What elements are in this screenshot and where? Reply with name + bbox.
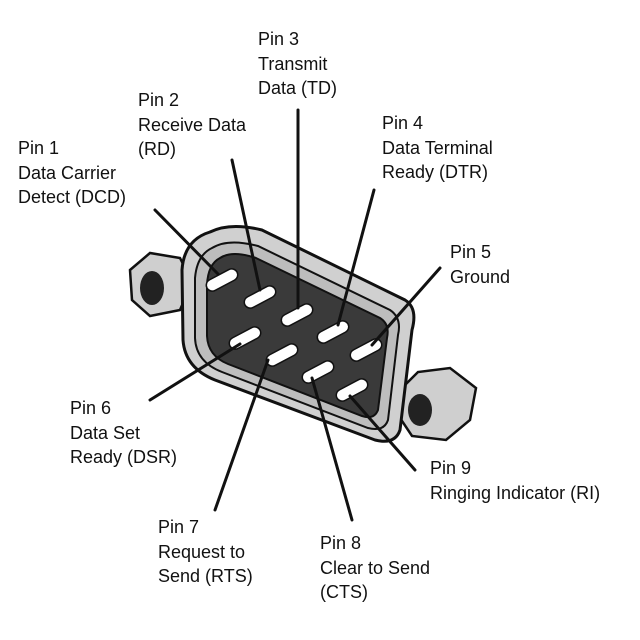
pin-2-contact: [243, 285, 277, 309]
pin-7-number: Pin 7: [158, 517, 200, 537]
pin-4-label: Pin 4 Data Terminal Ready (DTR): [382, 111, 493, 185]
pin-7-leader-line: [213, 358, 270, 512]
pin-2-number: Pin 2: [138, 90, 180, 110]
pin-6-name-2: Ready (DSR): [70, 447, 178, 467]
pin-8-leader-line: [310, 376, 354, 522]
pin-9-label: Pin 9 Ringing Indicator (RI): [430, 456, 600, 505]
pin-1-label: Pin 1 Data Carrier Detect (DCD): [18, 136, 126, 210]
pin-7-name: Request to: [158, 541, 246, 562]
pin-9-contact: [335, 378, 369, 402]
pin-5-label: Pin 5 Ground: [450, 240, 510, 289]
pin-3-name-2: Data (TD): [258, 78, 338, 98]
pin-3-name: Transmit: [258, 53, 328, 74]
pin-1-leader-line: [153, 208, 220, 276]
pin-4-number: Pin 4: [382, 113, 424, 133]
pin-2-label: Pin 2 Receive Data (RD): [138, 88, 246, 162]
pin-5-leader-line: [370, 266, 442, 347]
pin-2-leader-line: [230, 158, 262, 292]
pin-8-name: Clear to Send: [320, 557, 431, 578]
pin-4-name-2: Ready (DTR): [382, 162, 489, 182]
pin-7-name-2: Send (RTS): [158, 566, 253, 586]
pin-5-name: Ground: [450, 266, 511, 287]
pin-6-contact: [228, 326, 262, 350]
pin-6-name: Data Set: [70, 422, 141, 443]
pin-6-leader-line: [148, 342, 242, 402]
pin-8-contact: [301, 360, 335, 384]
pin-6-label: Pin 6 Data Set Ready (DSR): [70, 396, 177, 470]
pin-1-name: Data Carrier: [18, 162, 117, 183]
pin-9-number: Pin 9: [430, 458, 472, 478]
pin-3-contact: [280, 303, 314, 327]
pin-6-number: Pin 6: [70, 398, 112, 418]
pin-8-number: Pin 8: [320, 533, 362, 553]
pin-9-leader-line: [348, 394, 417, 472]
pin-3-number: Pin 3: [258, 29, 300, 49]
pin-3-label: Pin 3 Transmit Data (TD): [258, 27, 337, 101]
pin-7-label: Pin 7 Request to Send (RTS): [158, 515, 253, 589]
pin-1-name-2: Detect (DCD): [18, 187, 127, 207]
pin-contacts: [205, 268, 383, 402]
pin-1-number: Pin 1: [18, 138, 60, 158]
pin-9-name: Ringing Indicator (RI): [430, 482, 601, 503]
pin-4-leader-line: [336, 188, 376, 327]
pin-4-contact: [316, 320, 350, 344]
pin-8-name-2: (CTS): [320, 582, 368, 602]
leader-lines: [148, 108, 442, 522]
pin-2-name-2: (RD): [138, 139, 176, 159]
pin-5-number: Pin 5: [450, 242, 492, 262]
pin-8-label: Pin 8 Clear to Send (CTS): [320, 531, 430, 605]
pin-4-name: Data Terminal: [382, 137, 493, 158]
right-mounting-nut: [396, 366, 478, 442]
pin-2-name: Receive Data: [138, 114, 247, 135]
